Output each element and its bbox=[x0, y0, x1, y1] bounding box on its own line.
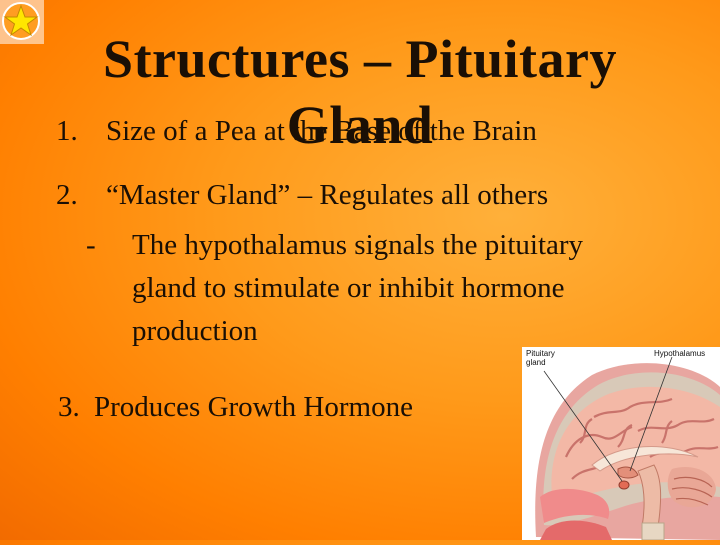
figure-label-pituitary: Pituitary gland bbox=[526, 349, 555, 367]
list-text: Produces Growth Hormone bbox=[94, 391, 413, 423]
sub-point-line: The hypothalamus signals the pituitary bbox=[132, 229, 584, 261]
list-item: 2. “Master Gland” – Regulates all others bbox=[56, 176, 548, 214]
list-item: 1. Size of a Pea at the Base of the Brain bbox=[56, 112, 537, 150]
sub-point-marker: - bbox=[86, 229, 96, 261]
list-text: Size of a Pea at the Base of the Brain bbox=[106, 115, 537, 147]
figure-label-hypothalamus: Hypothalamus bbox=[654, 349, 706, 358]
slide-title: Structures – Pituitary Gland bbox=[103, 29, 617, 155]
list-number: 3. bbox=[58, 391, 80, 423]
sub-point-line: gland to stimulate or inhibit hormone bbox=[132, 272, 565, 304]
list-number: 1. bbox=[56, 115, 78, 147]
list-text: “Master Gland” – Regulates all others bbox=[106, 179, 549, 211]
star-icon bbox=[0, 0, 44, 44]
list-number: 2. bbox=[56, 179, 78, 211]
sub-point-line: production bbox=[132, 315, 258, 347]
sub-point-text: The hypothalamus signals the pituitary g… bbox=[132, 224, 712, 353]
brain-illustration bbox=[535, 356, 720, 541]
brain-diagram: Pituitary gland Hypothalamus bbox=[522, 347, 720, 541]
list-item: 3. Produces Growth Hormone bbox=[58, 388, 413, 426]
